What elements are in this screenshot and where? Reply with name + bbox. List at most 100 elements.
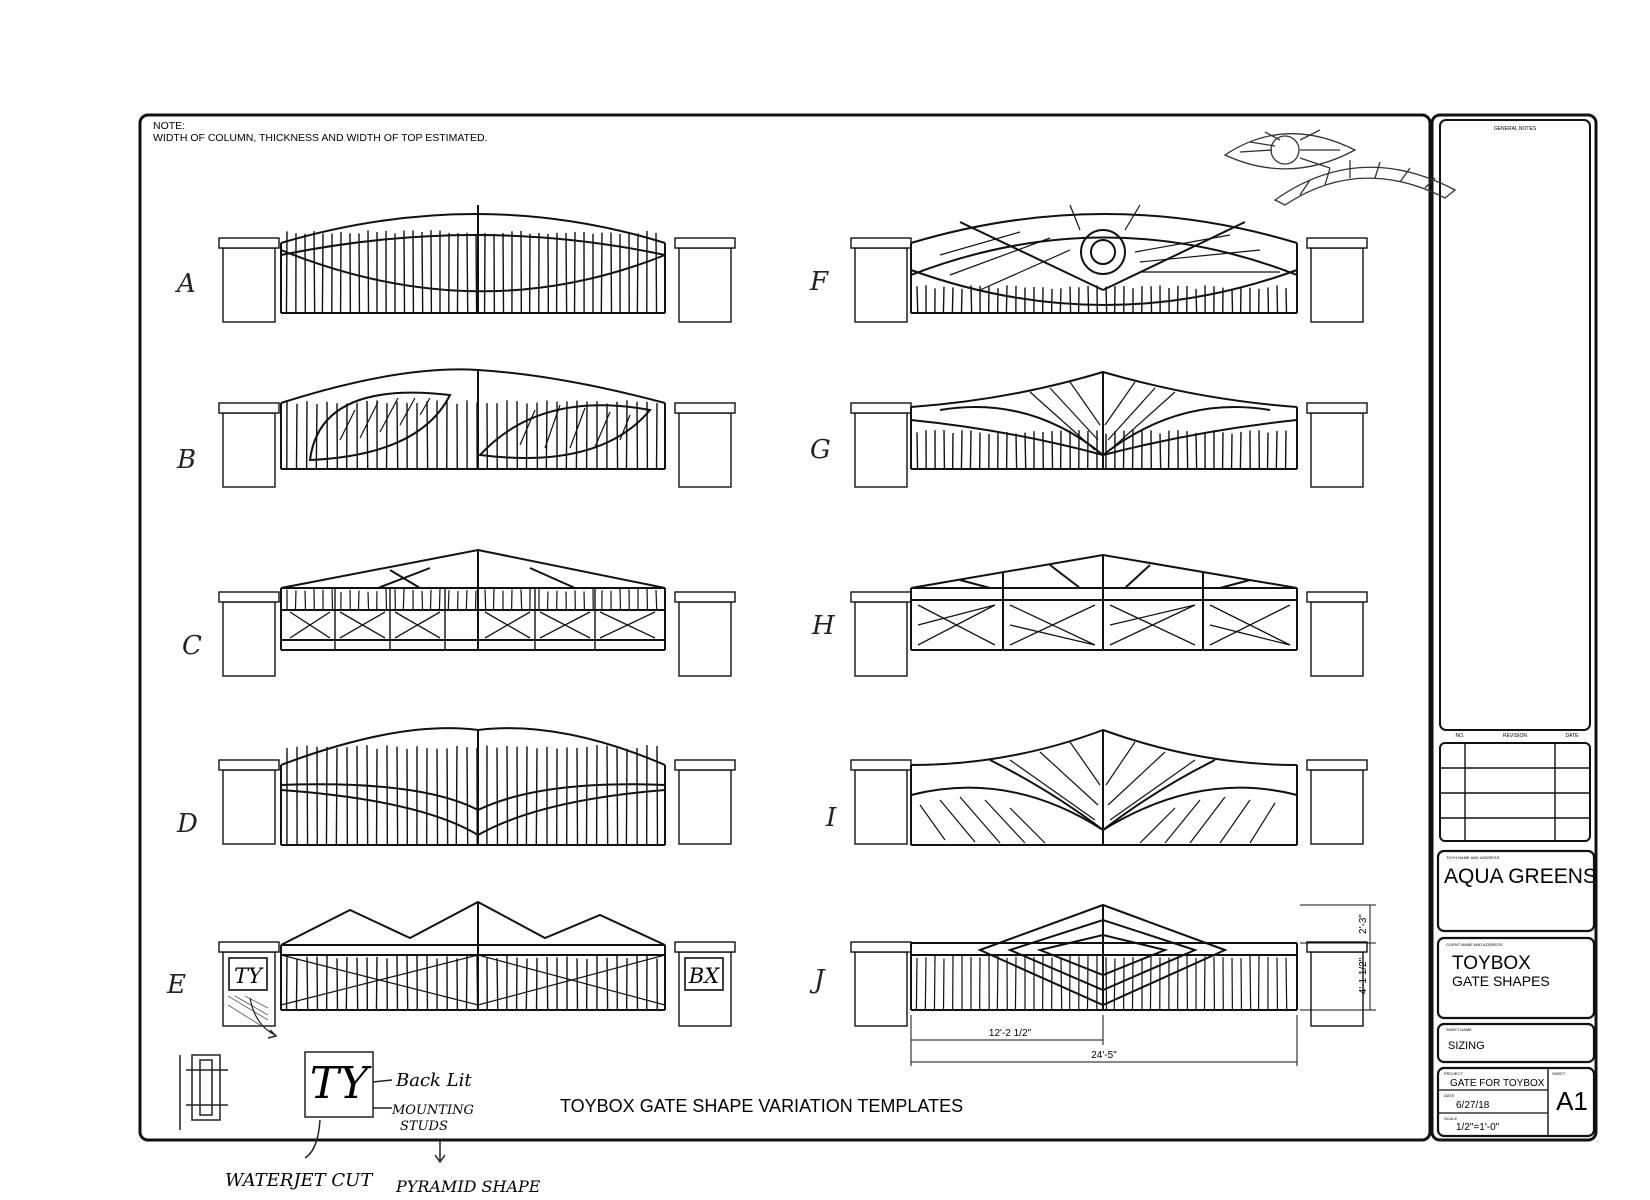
project-title-line1: TOYBOX — [1452, 953, 1531, 974]
gate-picket — [368, 592, 369, 610]
revision-table — [1440, 743, 1590, 841]
gate-h-drawing — [851, 555, 1367, 676]
gate-picket — [1106, 286, 1107, 313]
note-studs: STUDS — [400, 1119, 448, 1134]
note-backlit: Back Lit — [395, 1070, 472, 1091]
gate-picket — [457, 233, 458, 313]
gate-letter-i: I — [825, 803, 837, 833]
gate-picket — [326, 747, 327, 845]
gate-picket — [925, 957, 926, 1010]
gate-picket — [467, 233, 468, 313]
gate-a-drawing — [219, 205, 735, 322]
gate-picket — [386, 588, 387, 610]
date-value: 6/27/18 — [1456, 1100, 1490, 1111]
gate-picket — [526, 404, 527, 469]
note-text: WIDTH OF COLUMN, THICKNESS AND WIDTH OF … — [153, 132, 487, 144]
gate-picket — [403, 589, 404, 610]
gate-picket — [1123, 431, 1124, 469]
dimension-full-width: 24'-5" — [1091, 1050, 1117, 1061]
gate-picket — [1006, 285, 1007, 313]
gate-picket — [961, 289, 962, 313]
gate-picket — [437, 749, 438, 845]
note-pyramid: PYRAMID SHAPE — [395, 1177, 541, 1196]
client-field-label: TOYH NAME AND ADDRESS — [1446, 855, 1500, 860]
gate-letter-f: F — [809, 267, 829, 297]
revision-header-date: DATE — [1566, 733, 1580, 739]
gate-picket — [577, 958, 578, 1010]
gate-picket — [1061, 958, 1062, 1010]
gate-picket — [476, 234, 477, 313]
gate-picket — [1196, 433, 1197, 469]
gate-picket — [497, 958, 498, 1010]
gate-picket — [576, 401, 577, 469]
gate-picket — [346, 957, 347, 1010]
scale-field-name: SCALE — [1444, 1116, 1457, 1121]
gate-picket — [997, 956, 998, 1010]
column-plate-left: TY — [234, 964, 264, 988]
gate-picket — [286, 231, 287, 313]
gate-picket — [367, 401, 368, 469]
gate-picket — [448, 590, 449, 610]
gate-f-drawing — [851, 205, 1367, 322]
gate-letter-e: E — [166, 970, 186, 1000]
gate-b-drawing — [219, 369, 735, 487]
gate-picket — [422, 232, 423, 313]
gate-picket — [1016, 434, 1017, 469]
gate-picket — [397, 402, 398, 469]
gate-picket — [1187, 431, 1188, 469]
gate-picket — [566, 233, 567, 313]
gate-picket — [1088, 286, 1089, 313]
gate-picket — [503, 233, 504, 313]
gate-picket — [526, 958, 527, 1010]
gate-picket — [607, 958, 608, 1010]
sheet-name-field-label: SHEET NAME — [1446, 1027, 1472, 1032]
gate-picket — [617, 748, 618, 845]
gate-picket — [422, 591, 423, 610]
client-name: AQUA GREENS — [1444, 865, 1597, 888]
gate-picket — [637, 234, 638, 313]
project-title-line2: GATE SHAPES — [1452, 973, 1550, 989]
general-notes-label: GENERAL NOTES — [1494, 126, 1537, 132]
gate-picket — [367, 745, 368, 845]
gate-picket — [439, 588, 440, 610]
gate-picket — [917, 432, 918, 469]
general-notes-panel — [1440, 120, 1590, 730]
gate-picket — [547, 957, 548, 1010]
gate-picket — [626, 400, 627, 469]
gate-picket — [447, 748, 448, 845]
gate-picket — [1132, 957, 1133, 1010]
dimension-gate-height: 4'-1 1/2" — [1358, 957, 1369, 994]
gate-j-drawing: 12'-2 1/2" 24'-5" 2'-3" 4'-1 1/2" — [851, 905, 1376, 1066]
gate-picket — [1015, 957, 1016, 1010]
revision-header-no: NO. — [1456, 733, 1465, 739]
gate-picket — [1286, 288, 1287, 313]
gate-picket — [626, 749, 627, 845]
sheet-name: SIZING — [1448, 1040, 1485, 1052]
gate-picket — [430, 590, 431, 610]
date-field-name: DATE — [1444, 1093, 1455, 1098]
gate-picket — [307, 745, 308, 845]
gate-picket — [485, 589, 486, 610]
gate-picket — [917, 286, 918, 313]
revision-header-revision: REVISION — [1503, 733, 1527, 739]
sheet-number: A1 — [1556, 1086, 1588, 1116]
gate-picket — [477, 956, 478, 1010]
gate-picket — [934, 956, 935, 1010]
gate-picket — [376, 957, 377, 1010]
gate-picket — [322, 234, 323, 313]
gate-letter-b: B — [176, 445, 196, 475]
gate-picket — [607, 745, 608, 845]
gate-letter-d: D — [176, 809, 198, 839]
project-field-name: PROJECT — [1444, 1071, 1463, 1076]
gate-picket — [336, 748, 337, 845]
gate-picket — [314, 231, 315, 313]
gate-picket — [1150, 957, 1151, 1010]
sheet-field-name: SHEET — [1552, 1071, 1566, 1076]
gate-picket — [952, 287, 953, 313]
gate-picket — [296, 959, 297, 1010]
gate-picket — [507, 746, 508, 845]
gate-picket — [332, 589, 333, 610]
gate-picket — [601, 233, 602, 313]
gate-picket — [1114, 958, 1115, 1010]
gate-picket — [1276, 431, 1277, 469]
